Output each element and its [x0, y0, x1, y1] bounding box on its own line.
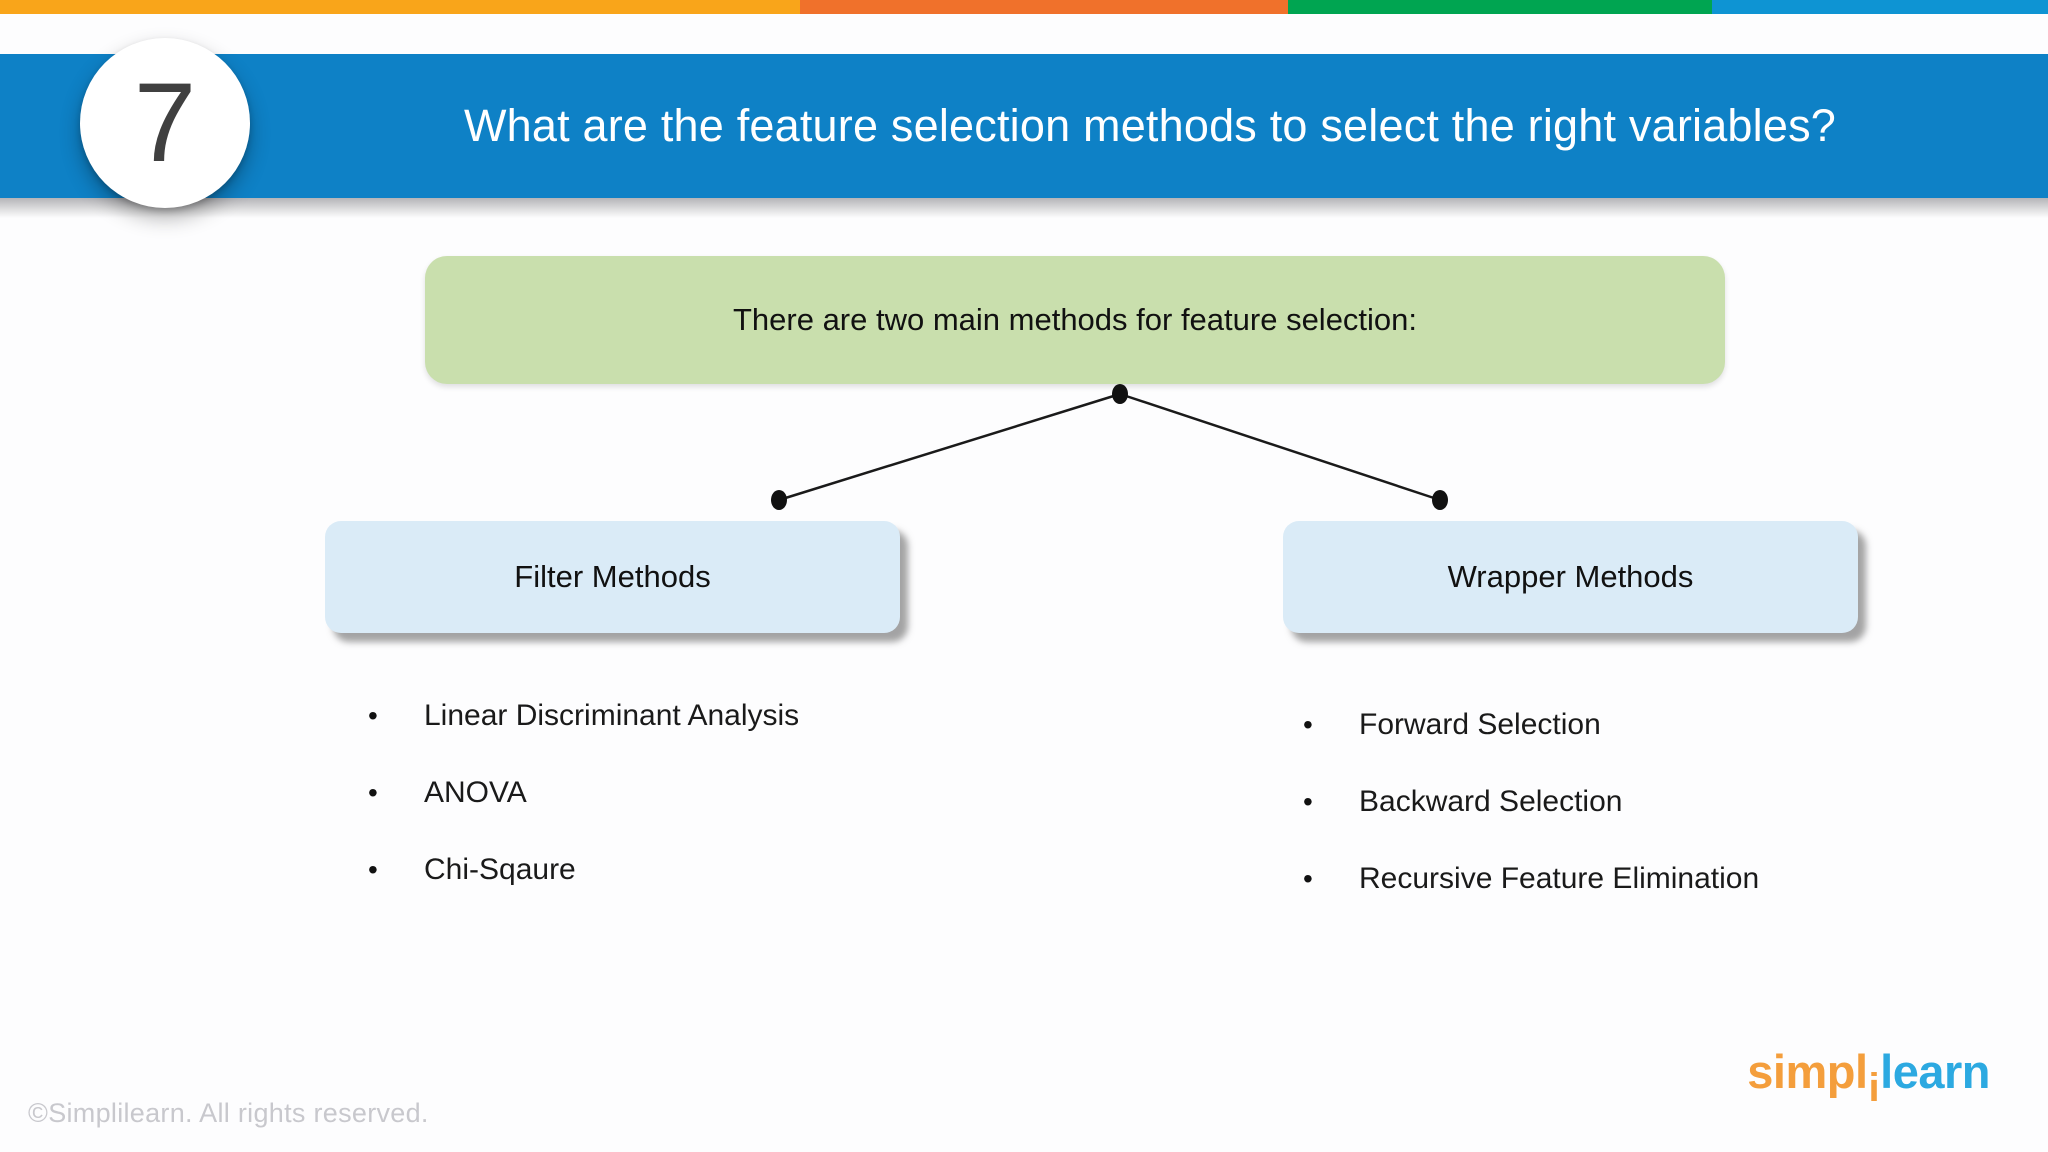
root-node: There are two main methods for feature s… [425, 256, 1725, 384]
branch-label: Filter Methods [514, 559, 711, 594]
strip-segment-yellow [0, 0, 800, 14]
copyright-text: ©Simplilearn. All rights reserved. [28, 1098, 429, 1128]
bullet-icon: • [368, 853, 378, 885]
top-color-strip [0, 0, 2048, 14]
list-item-text: Forward Selection [1359, 707, 1601, 741]
wrapper-methods-list: • Forward Selection • Backward Selection… [1303, 686, 1759, 917]
strip-segment-blue [1712, 0, 2048, 14]
filter-methods-list: • Linear Discriminant Analysis • ANOVA •… [368, 677, 799, 908]
list-item: • Backward Selection [1303, 763, 1759, 840]
branch-label: Wrapper Methods [1447, 559, 1694, 594]
header-bar-shadow [0, 198, 2048, 218]
slide-number-badge: 7 [80, 38, 250, 208]
bullet-icon: • [1303, 862, 1313, 894]
list-item-text: Recursive Feature Elimination [1359, 861, 1760, 895]
bullet-icon: • [368, 699, 378, 731]
list-item-text: Chi-Sqaure [424, 852, 576, 886]
logo-part-i: i [1868, 1066, 1880, 1110]
list-item-text: Linear Discriminant Analysis [424, 698, 800, 732]
list-item: • Recursive Feature Elimination [1303, 840, 1759, 917]
list-item: • Forward Selection [1303, 686, 1759, 763]
bullet-icon: • [1303, 708, 1313, 740]
logo-part-learn: learn [1880, 1045, 1990, 1098]
strip-segment-green [1288, 0, 1712, 14]
header-bar [0, 54, 2048, 198]
list-item-text: Backward Selection [1359, 784, 1623, 818]
list-item: • Linear Discriminant Analysis [368, 677, 799, 754]
root-node-text: There are two main methods for feature s… [732, 302, 1418, 337]
logo-part-simpl: simpl [1747, 1045, 1868, 1098]
bullet-icon: • [368, 776, 378, 808]
strip-segment-orange [800, 0, 1288, 14]
list-item: • Chi-Sqaure [368, 831, 799, 908]
slide-number: 7 [133, 60, 197, 185]
branch-node-wrapper-methods: Wrapper Methods [1283, 521, 1858, 633]
simplilearn-logo: simplilearn [1747, 1044, 1990, 1110]
branch-node-filter-methods: Filter Methods [325, 521, 900, 633]
list-item-text: ANOVA [424, 775, 527, 809]
slide-title: What are the feature selection methods t… [463, 100, 1837, 151]
list-item: • ANOVA [368, 754, 799, 831]
bullet-icon: • [1303, 785, 1313, 817]
